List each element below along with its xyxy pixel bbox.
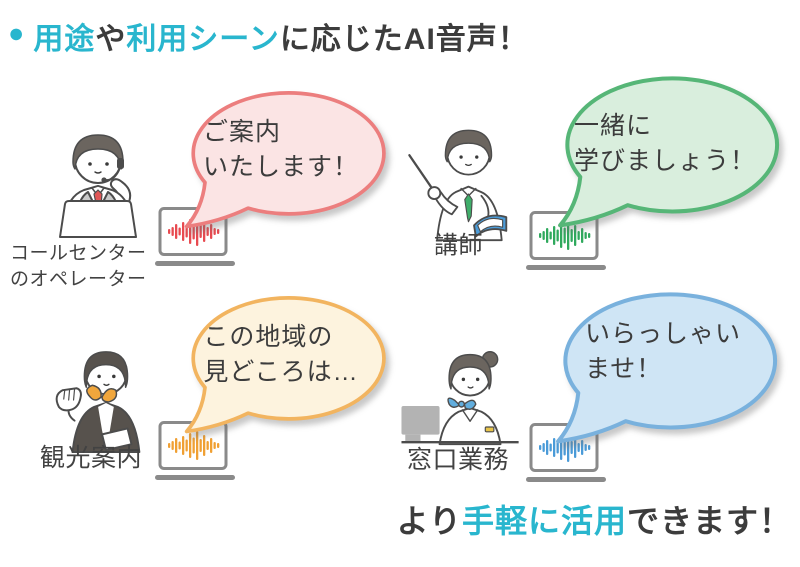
counter-clerk-illustration — [401, 351, 519, 446]
title-segment: に応じたAI音声！ — [279, 23, 529, 56]
speech-bubble-text: この地域の 見どころは… — [203, 322, 359, 387]
call-center-operator-illustration — [59, 134, 137, 238]
speech-bubble-text: 一緒に 学びましょう！ — [573, 111, 756, 176]
bullet-icon: ● — [8, 18, 26, 48]
instructor-illustration — [408, 129, 508, 242]
scene-label-call-center: コールセンター のオペレーター — [10, 243, 147, 290]
title-segment: や — [95, 23, 127, 56]
footer-segment-accent: 手軽に活用 — [461, 503, 627, 539]
page-title: ● 用途や利用シーンに応じたAI音声！ — [8, 14, 529, 58]
title-segment-accent: 利用シーン — [126, 23, 280, 56]
footer-segment: より — [396, 503, 462, 539]
tour-guide-illustration — [55, 351, 141, 454]
footer-text: より手軽に活用できます！ — [397, 496, 792, 542]
title-text: 用途や利用シーンに応じたAI音声！ — [33, 14, 529, 58]
scene-label-counter: 窓口業務 — [407, 446, 510, 474]
scene-label-instructor: 講師 — [434, 232, 483, 259]
speech-bubble-text: いらっしゃい ませ！ — [584, 319, 741, 384]
footer-segment: できます！ — [626, 503, 792, 539]
title-segment-accent: 用途 — [33, 23, 96, 56]
scene-label-tour-guide: 観光案内 — [40, 444, 143, 472]
speech-bubble-text: ご案内 いたします！ — [202, 117, 359, 182]
